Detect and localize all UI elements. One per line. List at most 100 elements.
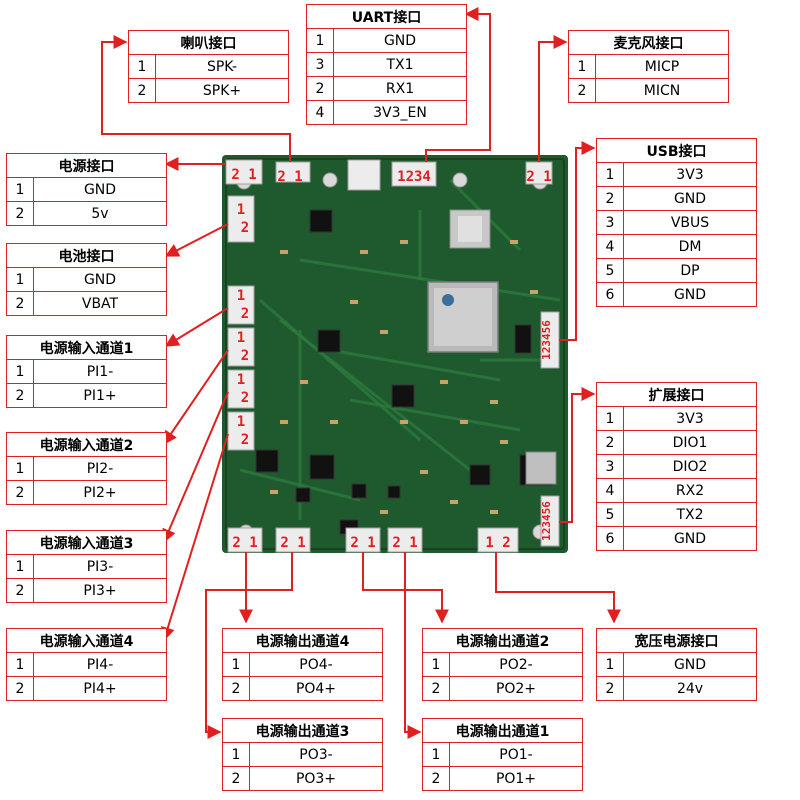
pin-label-ext: 123456: [540, 501, 553, 541]
pin-number: 1: [6, 359, 34, 384]
pin-number: 1: [596, 406, 624, 431]
table-title: 电源输出通道2: [422, 628, 583, 653]
pin-number: 1: [596, 162, 624, 187]
pin-label-in2: 2: [241, 348, 249, 364]
pin-number: 3: [596, 210, 624, 235]
pin-signal: GND: [333, 28, 467, 53]
smd-component: [510, 240, 518, 244]
smd-component: [440, 380, 448, 384]
ic-chip: [469, 464, 491, 486]
pin-number: 4: [596, 478, 624, 503]
pin-label-in2: 1: [237, 330, 245, 346]
table-title: 喇叭接口: [128, 30, 289, 55]
pin-label-out4: 2 1: [232, 535, 257, 551]
table-title: 电源输入通道2: [6, 432, 167, 457]
pin-signal: SPK-: [155, 54, 289, 79]
mounting-hole: [452, 172, 468, 188]
ic-chip: [317, 329, 341, 353]
ic-chip: [351, 483, 367, 499]
pin-signal: DIO2: [623, 454, 757, 479]
table-title: 电源输入通道1: [6, 335, 167, 360]
connector-housing: [227, 285, 255, 325]
pin-signal: PI1-: [33, 359, 167, 384]
usb-port: [525, 451, 557, 485]
smd-component: [420, 470, 428, 474]
arrow-in1: [164, 307, 229, 347]
ic-chip: [295, 487, 311, 503]
pin-signal: TX1: [333, 52, 467, 77]
pcb-trace: [299, 258, 561, 302]
pin-label-usb: 123456: [540, 320, 553, 360]
pin-signal: GND: [623, 282, 757, 307]
pin-label-in4: 1: [237, 414, 245, 430]
pin-number: 1: [596, 652, 624, 677]
table-title: 电源输入通道4: [6, 628, 167, 653]
smd-component: [500, 440, 508, 444]
pin-number: 6: [596, 526, 624, 551]
smd-component: [270, 490, 278, 494]
pin-label-hv: 1 2: [485, 535, 510, 551]
pin-number: 3: [306, 52, 334, 77]
arrow-mic: [538, 35, 568, 162]
connector-housing: [275, 161, 311, 183]
connector-housing: [225, 159, 263, 185]
ic-chip: [255, 449, 279, 473]
pin-label-spk: 2 1: [277, 169, 302, 185]
pin-signal: GND: [623, 652, 757, 677]
pin-number: 2: [6, 291, 34, 316]
pin-signal: PI3+: [33, 578, 167, 603]
table-title: 宽压电源接口: [596, 628, 757, 653]
pin-signal: SPK+: [155, 78, 289, 103]
table-title: 电源输出通道4: [222, 628, 383, 653]
smd-component: [460, 420, 468, 424]
pin-number: 4: [596, 234, 624, 259]
pin-number: 2: [222, 676, 250, 701]
arrow-battery: [164, 223, 229, 257]
pin-label-in3: 1: [237, 372, 245, 388]
pin-signal: PI1+: [33, 383, 167, 408]
ic-chip: [514, 324, 532, 354]
pin-number: 2: [6, 578, 34, 603]
ic-chip: [309, 209, 333, 233]
table-title: 麦克风接口: [568, 30, 729, 55]
smd-component: [330, 420, 338, 424]
mounting-hole: [322, 172, 338, 188]
pin-number: 3: [596, 454, 624, 479]
pin-signal: 3V3: [623, 406, 757, 431]
arrow-out3: [205, 552, 293, 739]
pin-number: 2: [596, 676, 624, 701]
smd-component: [490, 510, 498, 514]
pin-signal: GND: [33, 267, 167, 292]
pin-number: 2: [128, 78, 156, 103]
arrow-out2: [362, 552, 449, 624]
pin-number: 4: [306, 100, 334, 125]
pin-number: 1: [306, 28, 334, 53]
